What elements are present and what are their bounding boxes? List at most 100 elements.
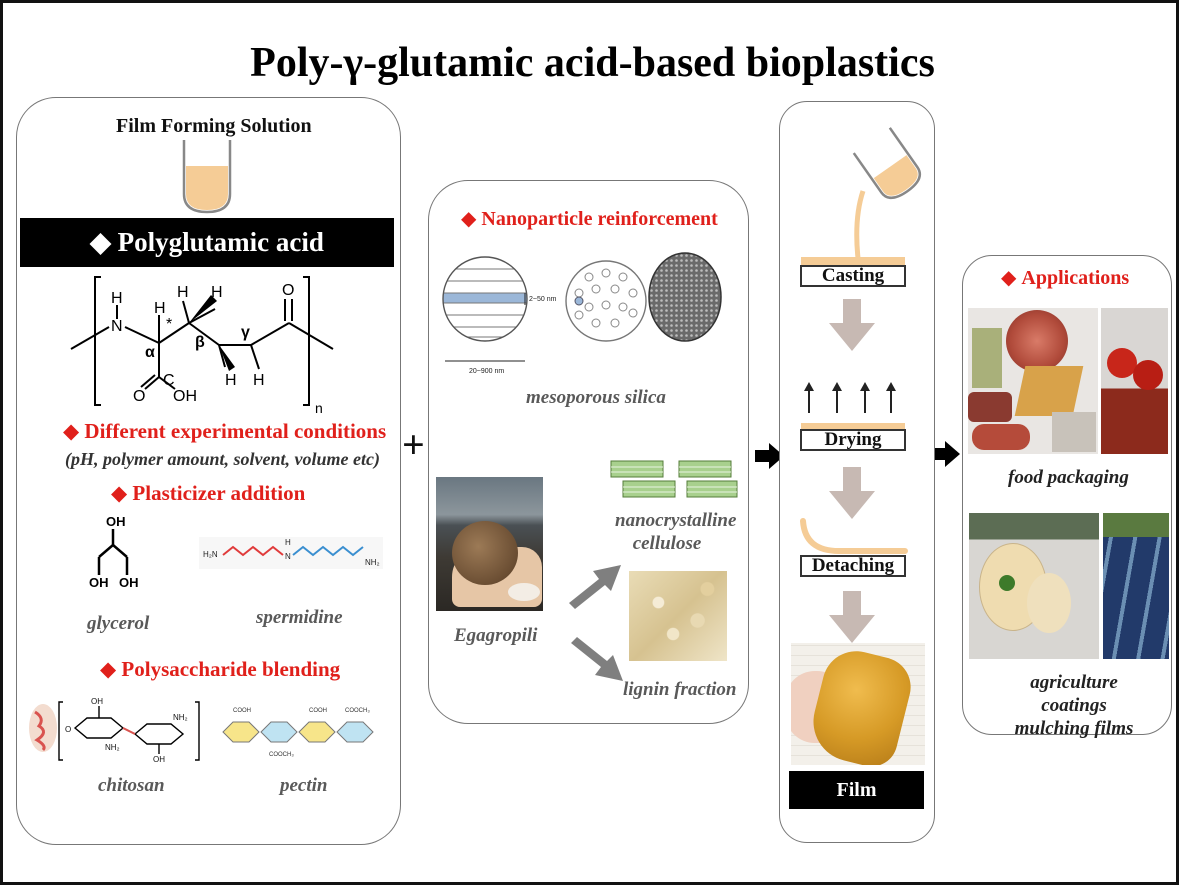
amine-right: NH₂ [365,558,380,567]
atom-o: O [133,388,145,405]
step-drying: Drying [800,429,906,451]
nanoparticle-heading: ◆ Nanoparticle reinforcement [461,206,718,231]
spermidine-label: spermidine [256,607,343,628]
pectin-atom: COOH [309,708,327,714]
agriculture-label: agriculture coatings mulching films [996,671,1152,740]
film-photo [791,643,925,765]
detaching-film-icon [800,518,908,554]
atom-n: N [111,318,123,335]
chitosan-atom: OH [153,755,165,764]
chitosan-label: chitosan [98,775,165,796]
amine-center: N [285,552,291,561]
chitosan-structure: OH NH₂ NH₂ O OH [29,697,200,764]
atom-h: H [111,290,123,307]
food-packaging-photo [968,308,1098,454]
nanocrystalline-label: nanocrystalline cellulose [615,509,737,555]
plus-sign: + [402,422,425,467]
pectin-structure: COOH COOCH₃ COOH COOCH₃ [222,708,374,758]
drying-layer [801,423,905,429]
agriculture-photo [969,513,1099,659]
oh-group: OH [89,575,109,590]
process-arrow-icon [829,299,875,351]
alpha-label: α [145,344,155,361]
nanocrystalline-label-line2: cellulose [632,533,702,554]
diamond-icon: ◆ [1001,267,1017,289]
egagropili-photo [436,477,543,611]
atom-oh: OH [173,388,197,405]
flow-arrow-icon [571,637,623,681]
casting-layer [801,257,905,265]
applications-heading: ◆ Applications [1001,265,1129,290]
applications-heading-text: Applications [1021,267,1130,289]
chitosan-atom: NH₂ [173,713,188,722]
conditions-heading: ◆ Different experimental conditions [63,419,386,444]
food-packaging-label: food packaging [1008,467,1129,488]
arrow-right-icon [755,443,784,469]
atom-h: H [225,372,237,389]
mesoporous-label: mesoporous silica [526,387,666,408]
nanocrystalline-cellulose-diagram [610,460,738,498]
chitosan-atom: O [65,725,71,734]
process-arrow-icon [829,591,875,643]
spermidine-structure: H₂N N H NH₂ [199,537,383,569]
mulching-photo [1103,513,1169,659]
lignin-photo [629,571,727,661]
oh-group: OH [106,514,126,529]
chitosan-atom: OH [91,697,103,706]
process-arrow-icon [829,467,875,519]
amine-left: H₂N [203,550,218,559]
polysaccharide-heading-text: Polysaccharide blending [121,657,341,681]
arrow-right-icon [931,441,960,467]
tomato-film-photo [1101,308,1168,454]
pouring-beaker-icon [852,127,921,267]
atom-h: H [253,372,265,389]
conditions-detail: (pH, polymer amount, solvent, volume etc… [65,449,380,469]
page-title: Poly-γ-glutamic acid-based bioplastics [250,40,935,86]
diamond-icon: ◆ [100,657,117,681]
atom-h: H [177,284,189,301]
plasticizer-heading: ◆ Plasticizer addition [111,481,305,506]
atom-o: O [282,282,294,299]
agriculture-label-line1: agriculture coatings [1030,672,1118,716]
beaker-icon [182,140,232,214]
diamond-icon: ◆ [461,208,477,230]
diamond-icon: ◆ [90,227,111,257]
pectin-atom: COOCH₃ [345,708,370,714]
step-detaching: Detaching [800,555,906,577]
polymer-label: Polyglutamic acid [117,227,324,257]
oh-group: OH [119,575,139,590]
pectin-atom: COOCH₃ [269,752,294,758]
egagropili-label: Egagropili [454,625,538,646]
glycerol-label: glycerol [87,613,150,634]
atom-h: H [211,284,223,301]
amine-h: H [285,538,291,547]
beta-label: β [195,334,205,351]
glycerol-structure: OH OH OH [89,514,139,590]
film-bar: Film [789,771,924,809]
polymer-bar: ◆ Polyglutamic acid [20,218,394,267]
repeat-n: n [315,400,323,416]
film-forming-label: Film Forming Solution [116,115,312,137]
pga-structure: H N H * H H α β γ O C O OH H H n [70,276,334,416]
chiral-star: * [166,316,172,333]
agriculture-label-line2: mulching films [1014,718,1134,739]
atom-c: C [163,372,175,389]
mesoporous-silica-diagram: 2~50 nm 20~900 nm [442,252,722,375]
flow-arrow-icon [569,565,621,609]
pectin-atom: COOH [233,708,251,714]
evaporation-arrows-icon [804,382,896,413]
lignin-label: lignin fraction [623,679,737,700]
step-casting: Casting [800,265,906,287]
nanocrystalline-label-line1: nanocrystalline [615,510,737,531]
diamond-icon: ◆ [111,481,128,505]
pectin-label: pectin [280,775,328,796]
gamma-label: γ [241,324,250,341]
conditions-heading-text: Different experimental conditions [84,419,387,443]
particle-size-label: 20~900 nm [469,368,504,375]
nanoparticle-heading-text: Nanoparticle reinforcement [481,208,718,230]
polysaccharide-heading: ◆ Polysaccharide blending [100,657,340,682]
pore-size-label: 2~50 nm [529,296,557,303]
chitosan-atom: NH₂ [105,743,120,752]
diamond-icon: ◆ [63,419,80,443]
